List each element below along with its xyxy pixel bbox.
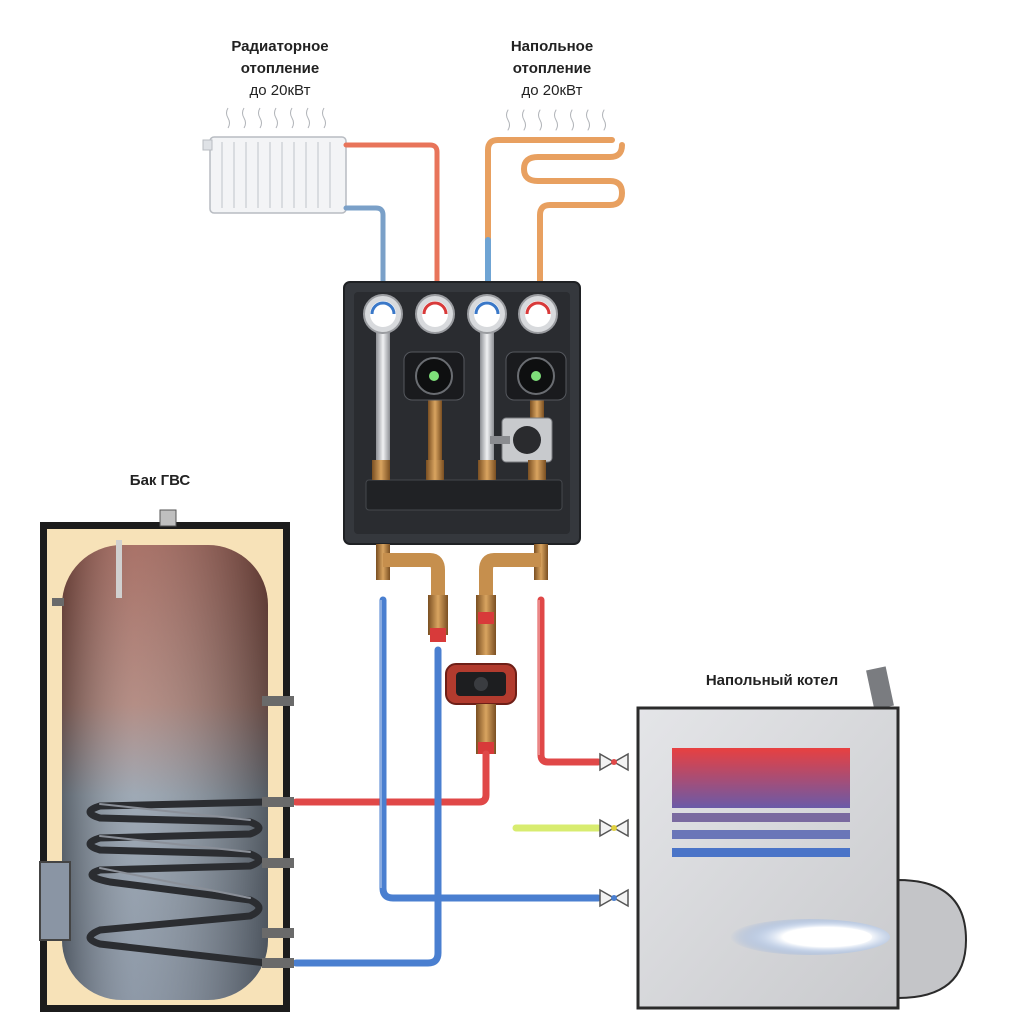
- radiator-pipes: [343, 142, 440, 285]
- radiator-heating-label: Радиаторное отопление до 20кВт: [190, 36, 370, 102]
- floor-label-line3: до 20кВт: [521, 82, 583, 99]
- gauge-4: [518, 294, 558, 334]
- valve-supply: [599, 752, 629, 772]
- floor-heating-label: Напольное отопление до 20кВт: [462, 36, 642, 102]
- gauge-3: [467, 294, 507, 334]
- boiler-label: Напольный котел: [705, 672, 839, 689]
- floor-heating-coil: [485, 109, 626, 285]
- valve-return: [599, 888, 629, 908]
- floor-boiler: [636, 666, 968, 1010]
- module-pump-left: [403, 351, 465, 401]
- bottom-fittings: [376, 544, 548, 655]
- module-pump-right: [505, 351, 567, 401]
- radiator: [202, 107, 347, 214]
- pump-module: [343, 281, 581, 545]
- mixing-valve: [490, 417, 553, 463]
- radiator-label-line2: отопление: [240, 60, 320, 77]
- gauge-2: [415, 294, 455, 334]
- boiler-valves: [599, 752, 629, 908]
- hot-water-tank: [39, 509, 294, 1012]
- radiator-label-line1: Радиаторное: [231, 38, 329, 55]
- floor-label-line2: отопление: [512, 60, 592, 77]
- radiator-label-line3: до 20кВт: [249, 82, 311, 99]
- tank-label: Бак ГВС: [129, 472, 191, 489]
- floor-label-line1: Напольное: [510, 38, 594, 55]
- system-pipes: [292, 596, 602, 967]
- boiler-pump: [445, 663, 517, 754]
- gauge-1: [363, 294, 403, 334]
- valve-middle: [599, 818, 629, 838]
